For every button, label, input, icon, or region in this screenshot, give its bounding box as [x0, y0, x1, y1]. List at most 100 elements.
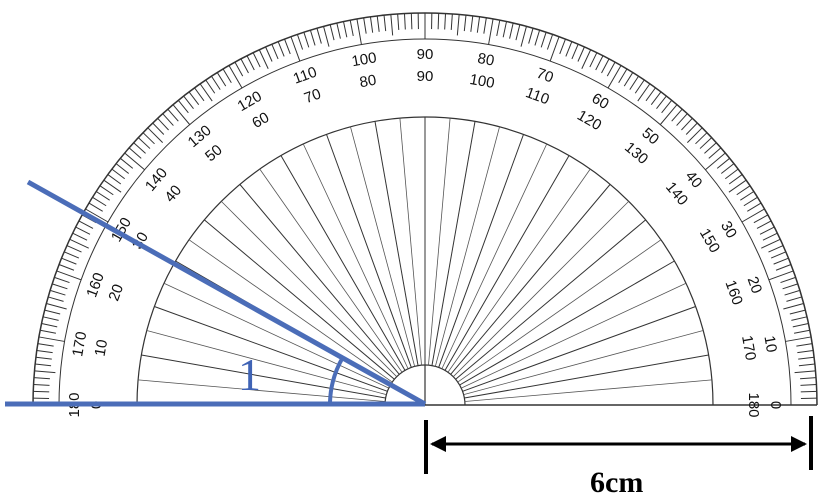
scale-label: 10 [92, 338, 112, 357]
radial-line-minor [221, 201, 397, 377]
degree-tick [444, 13, 447, 30]
radial-line [374, 121, 419, 366]
degree-tick [792, 323, 809, 328]
degree-tick [58, 264, 75, 271]
degree-tick [49, 289, 66, 296]
degree-tick [528, 28, 534, 44]
radial-line-minor [163, 282, 389, 389]
degree-tick [671, 108, 683, 122]
degree-tick [234, 61, 244, 77]
radial-line-minor [259, 168, 403, 373]
degree-tick [33, 383, 50, 386]
degree-tick [290, 36, 301, 62]
degree-tick [36, 349, 53, 354]
degree-tick [761, 238, 781, 249]
degree-tick [383, 15, 387, 32]
angle-label: 1 [238, 349, 261, 400]
degree-tick [111, 168, 126, 180]
degree-tick [589, 52, 598, 68]
degree-tick [708, 147, 722, 159]
degree-tick [740, 191, 755, 201]
radial-line [462, 306, 696, 392]
scale-label: 70 [302, 85, 323, 107]
degree-tick [240, 58, 249, 74]
degree-tick [271, 43, 279, 60]
degree-tick [581, 49, 592, 69]
degree-tick [793, 329, 810, 334]
degree-tick [509, 22, 514, 39]
degree-tick [52, 283, 68, 290]
degree-tick [216, 72, 227, 87]
radial-line-minor [447, 168, 591, 373]
scale-label: 90 [417, 46, 434, 63]
degree-tick [786, 296, 802, 302]
degree-tick [183, 95, 194, 110]
degree-tick [369, 16, 374, 33]
degree-tick [634, 79, 645, 94]
radial-line-minor [302, 143, 409, 369]
measure-right-arrowhead [791, 436, 807, 452]
radial-line [438, 134, 524, 368]
degree-tick [147, 127, 164, 144]
degree-tick [515, 24, 521, 41]
degree-tick [796, 343, 813, 347]
radial-line [464, 354, 709, 399]
degree-tick [775, 264, 792, 271]
degree-tick [95, 191, 110, 201]
radial-line-minor [434, 126, 500, 367]
degree-tick [246, 55, 255, 71]
scale-label: 40 [682, 168, 706, 192]
degree-tick [645, 87, 656, 102]
degree-tick [56, 270, 82, 281]
radial-line [141, 354, 386, 399]
degree-tick [546, 34, 554, 50]
degree-tick [35, 363, 52, 367]
degree-tick [34, 370, 56, 374]
degree-tick [137, 137, 151, 149]
angle-slanted-side [26, 179, 427, 407]
degree-tick [99, 185, 114, 196]
scale-label: 180 [745, 392, 762, 417]
degree-tick [559, 38, 566, 55]
degree-tick [659, 104, 678, 125]
degree-tick [753, 214, 769, 224]
degree-tick [768, 270, 794, 281]
degree-tick [800, 383, 817, 386]
degree-tick [470, 15, 474, 32]
degree-tick [463, 15, 467, 32]
protractor-radial-lines [138, 117, 712, 402]
degree-tick [284, 38, 291, 55]
degree-tick [676, 113, 688, 126]
degree-tick [768, 245, 784, 253]
degree-tick [103, 179, 122, 193]
degree-tick [437, 13, 440, 30]
degree-tick [770, 251, 787, 259]
measure-label: 6cm [590, 466, 643, 499]
scale-label: 20 [105, 282, 127, 303]
degree-tick [69, 238, 89, 249]
radial-line-minor [463, 330, 704, 396]
scale-label: 30 [717, 218, 740, 241]
degree-tick [736, 185, 751, 196]
radial-line [239, 184, 400, 375]
angle-arc-marker [328, 356, 345, 403]
degree-tick [258, 49, 269, 69]
degree-tick [44, 309, 61, 315]
degree-tick [40, 329, 57, 334]
degree-tick [72, 232, 88, 241]
radial-line-minor [188, 239, 393, 383]
scale-label: 90 [417, 68, 434, 85]
degree-tick [681, 117, 693, 131]
degree-tick [265, 46, 273, 62]
degree-tick [92, 196, 107, 207]
radial-line-minor [428, 118, 451, 366]
degree-tick [356, 18, 362, 45]
degree-tick [756, 220, 772, 229]
degree-tick [565, 41, 573, 57]
degree-tick [33, 377, 50, 380]
degree-tick [797, 349, 814, 354]
degree-tick [390, 14, 394, 36]
degree-tick [41, 323, 58, 328]
degree-tick [54, 276, 70, 284]
radial-line [204, 219, 395, 380]
